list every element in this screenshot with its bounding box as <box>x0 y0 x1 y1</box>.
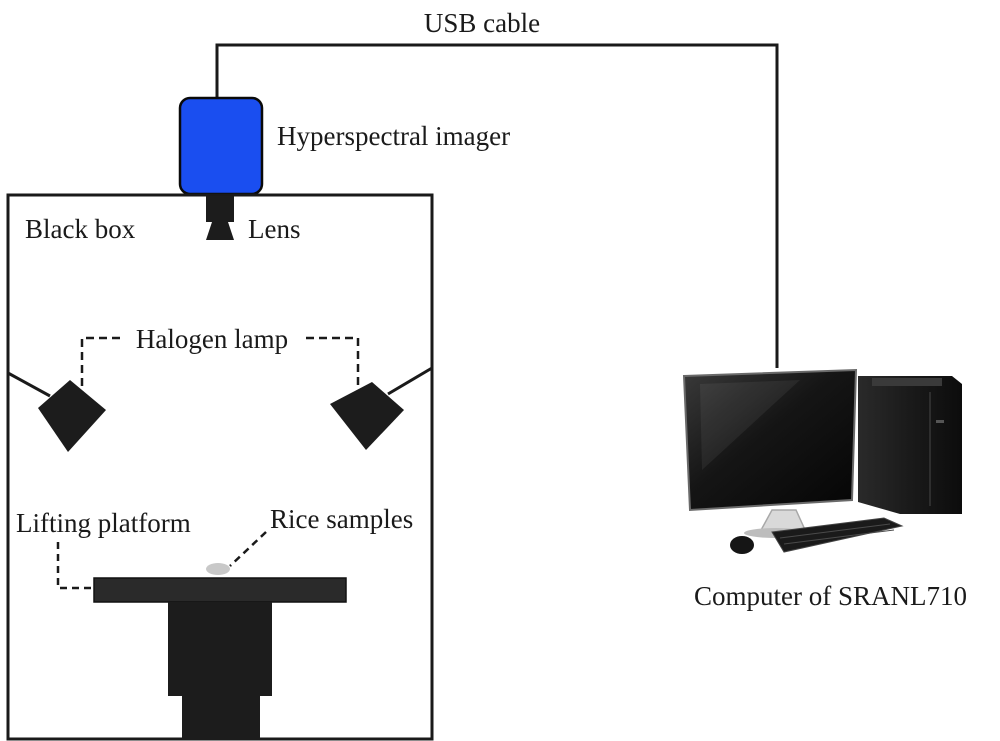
lens-icon <box>206 196 234 240</box>
computer-tower <box>858 376 962 514</box>
desktop-computer-icon <box>682 368 962 554</box>
rice-samples-leader <box>229 531 267 567</box>
monitor-screen <box>682 368 858 512</box>
right-halogen-lamp-icon <box>330 382 404 450</box>
rice-sample-dish <box>206 563 230 575</box>
lifting-platform-label: Lifting platform <box>16 508 191 538</box>
computer-label: Computer of SRANL710 <box>694 581 967 611</box>
lens-label: Lens <box>248 214 300 244</box>
left-halogen-lamp-icon <box>38 380 106 452</box>
halogen-lamp-label: Halogen lamp <box>136 324 288 354</box>
usb-cable-label: USB cable <box>424 8 540 38</box>
usb-cable-line <box>215 43 779 368</box>
hyperspectral-camera-icon <box>178 96 264 196</box>
halogen-lamp-leader <box>80 336 360 392</box>
black-box-label: Black box <box>25 214 136 244</box>
rice-samples-label: Rice samples <box>270 504 413 534</box>
right-lamp-arm <box>387 366 433 396</box>
mouse <box>730 536 754 554</box>
hyperspectral-imager-label: Hyperspectral imager <box>277 121 510 151</box>
lifting-platform-icon <box>93 577 347 740</box>
left-lamp-arm <box>7 371 51 398</box>
lifting-platform-leader <box>56 542 94 590</box>
